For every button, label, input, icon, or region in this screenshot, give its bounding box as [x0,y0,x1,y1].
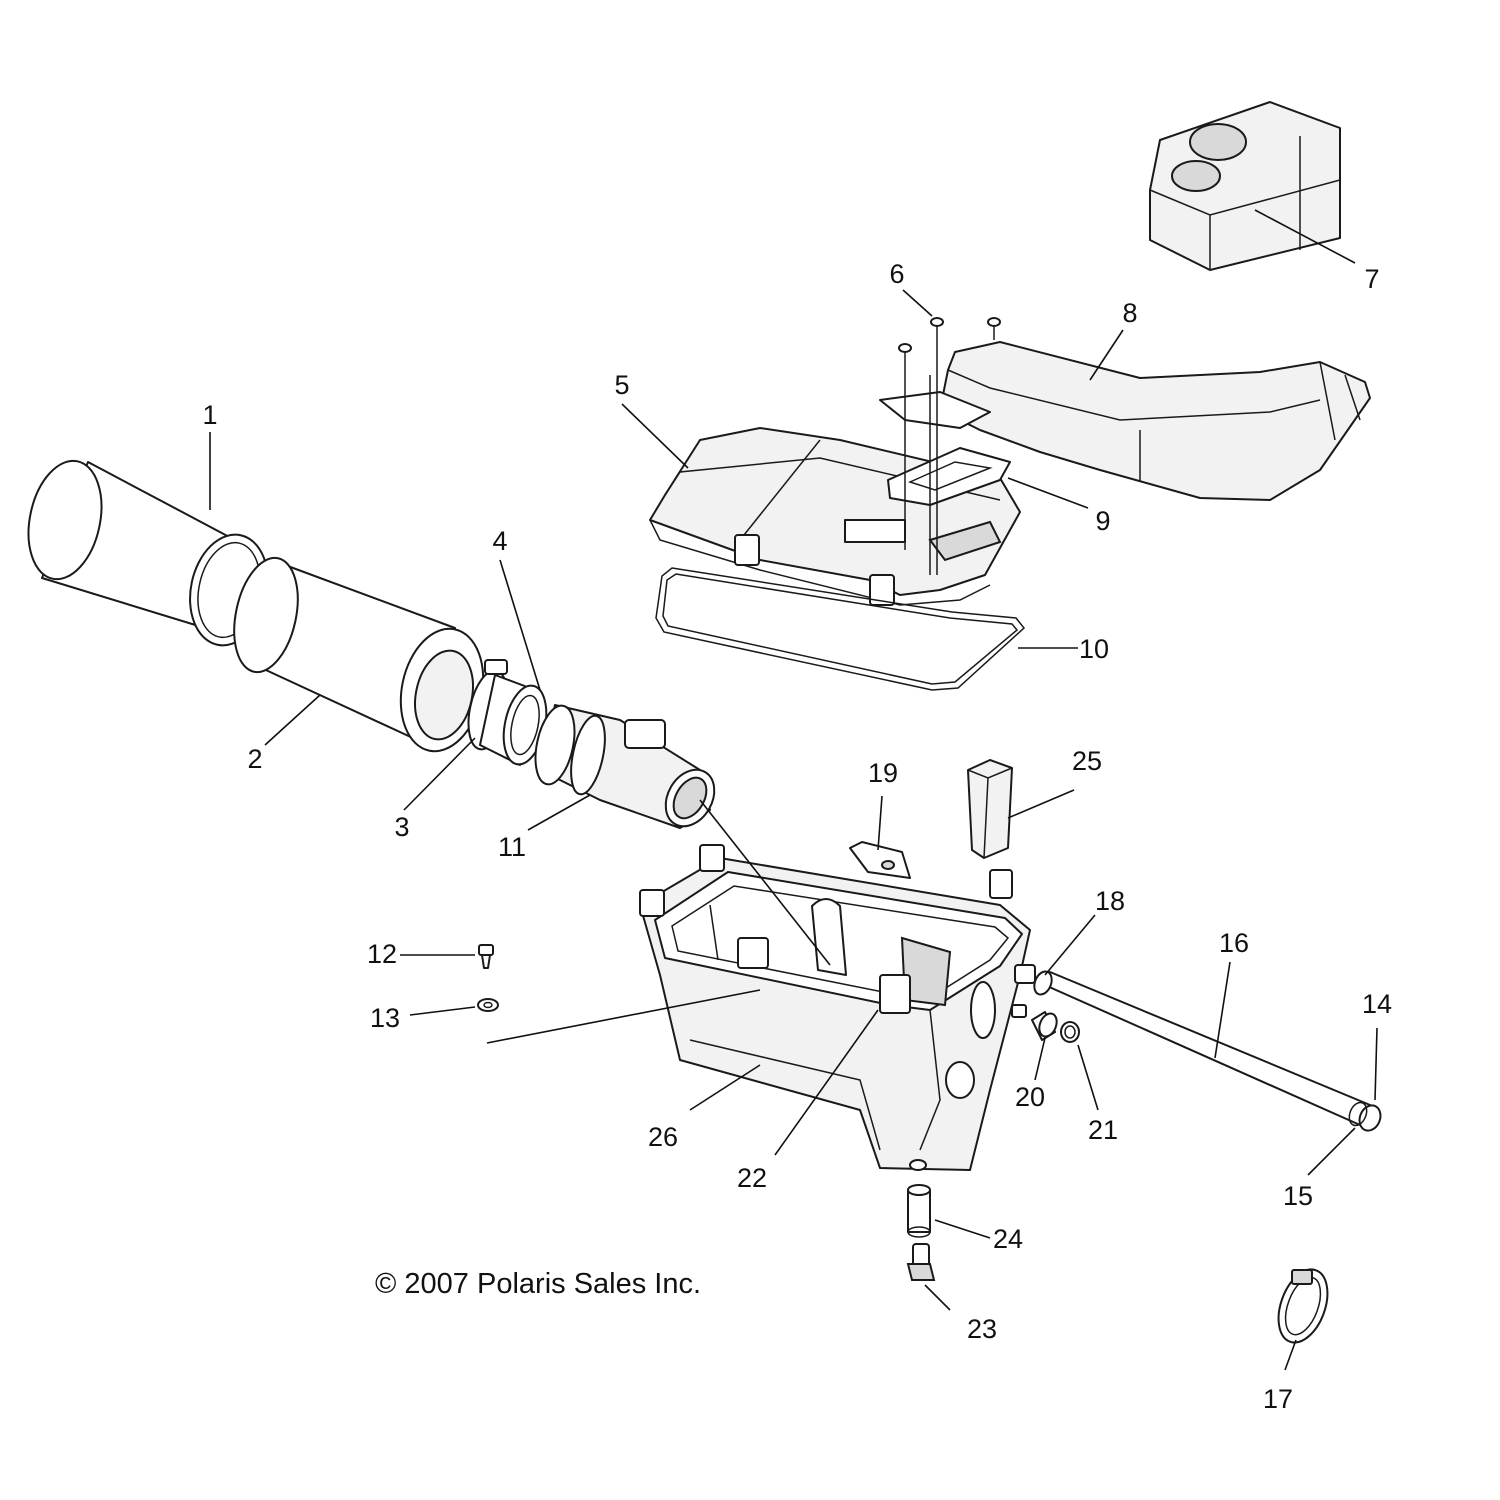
callout-11: 11 [498,832,526,862]
part-14-cap [1348,1101,1382,1132]
callout-23: 23 [967,1314,997,1344]
callout-16: 16 [1219,928,1249,958]
callout-1: 1 [202,400,217,430]
callout-14: 14 [1362,989,1392,1019]
callout-17: 17 [1263,1384,1293,1414]
callout-5: 5 [614,370,629,400]
callout-12: 12 [367,939,397,969]
callout-15: 15 [1283,1181,1313,1211]
callout-6: 6 [889,259,904,289]
part-2-air-filter [233,556,485,753]
part-1-pre-filter [27,459,269,647]
outlet-stub [1011,1004,1027,1018]
part-26-airbox-lower [639,844,1031,1171]
callout-9: 9 [1095,506,1110,536]
callout-13: 13 [370,1003,400,1033]
callout-26: 26 [648,1122,678,1152]
part-20-fitting [1031,1011,1058,1041]
part-21-clamp [1060,1021,1080,1043]
part-4-coupler [479,674,548,766]
part-12-screw [478,944,494,969]
callout-4: 4 [492,526,507,556]
callout-numbers: 1 2 3 4 5 6 7 8 9 10 11 12 13 14 15 16 1… [202,259,1392,1414]
part-11-adapter [534,704,716,829]
part-16-drain-tube [1033,970,1371,1126]
part-13-washer [477,998,499,1012]
part-8-intake-duct [879,341,1371,501]
callout-19: 19 [868,758,898,788]
callout-2: 2 [247,744,262,774]
part-6-screws [898,317,1001,575]
callout-20: 20 [1015,1082,1045,1112]
callout-10: 10 [1079,634,1109,664]
callout-18: 18 [1095,886,1125,916]
callout-22: 22 [737,1163,767,1193]
part-25-foam-pad [967,759,1013,859]
part-17-hose-clamp [1277,1268,1329,1344]
copyright-notice: © 2007 Polaris Sales Inc. [375,1268,701,1300]
part-9-gasket-plate [887,447,1011,506]
part-18-fitting [1014,964,1036,984]
part-19-bracket [849,841,911,879]
part-10-lid-seal [655,567,1026,691]
part-7-foam-block [1149,101,1341,271]
callout-3: 3 [394,812,409,842]
part-24-sleeve [907,1184,931,1238]
callout-24: 24 [993,1224,1023,1254]
leader-lines [209,209,1378,1371]
part-23-drain-valve [906,1243,936,1281]
callout-21: 21 [1088,1115,1118,1145]
callout-25: 25 [1072,746,1102,776]
callout-7: 7 [1364,264,1379,294]
callout-8: 8 [1122,298,1137,328]
